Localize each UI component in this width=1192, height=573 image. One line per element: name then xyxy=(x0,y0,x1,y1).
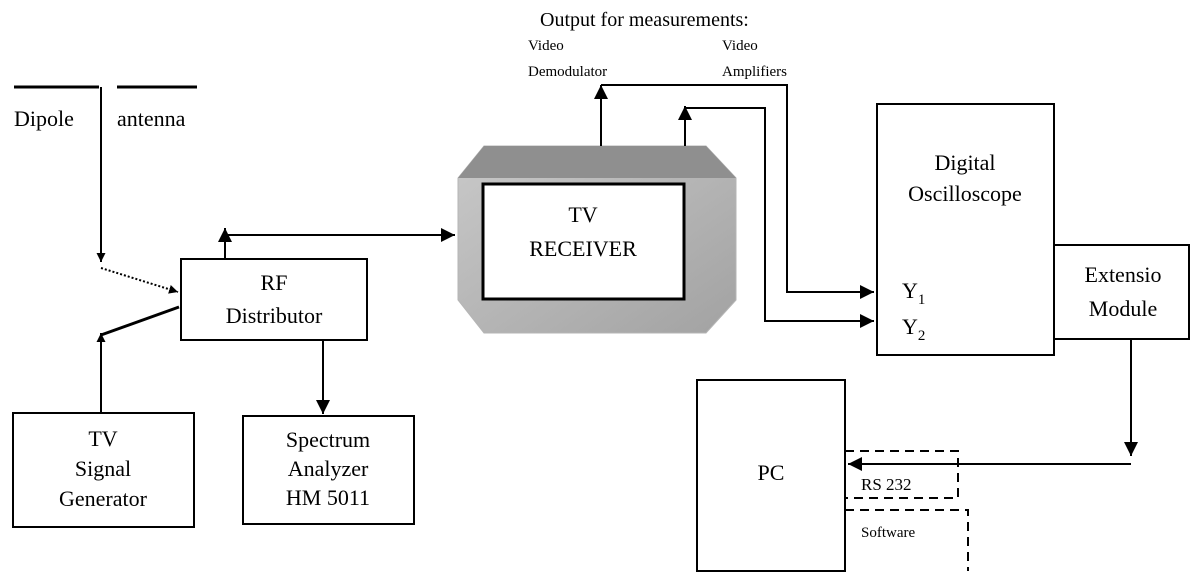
demodulator-label: Demodulator xyxy=(528,64,607,80)
demodulator-to-y1-line xyxy=(601,84,874,299)
spectrum-analyzer-label-3: HM 5011 xyxy=(286,485,370,510)
pc-box xyxy=(696,379,846,572)
software-dashed-line xyxy=(845,509,969,571)
signal-generator-label-2: Signal xyxy=(75,456,131,481)
oscilloscope-label-2: Oscilloscope xyxy=(908,181,1022,206)
extension-module-label-1: Extensio xyxy=(1085,262,1162,287)
extension-module-label-2: Module xyxy=(1089,296,1157,321)
amplifier-to-y2-line xyxy=(685,107,874,328)
generator-switch-line xyxy=(100,305,180,337)
spectrum-analyzer-box xyxy=(242,415,415,525)
tv-receiver-unit: TV RECEIVER xyxy=(457,145,737,334)
digital-oscilloscope-box xyxy=(876,103,1055,356)
tv-receiver-front-panel xyxy=(481,182,686,301)
spectrum-analyzer-label-1: Spectrum xyxy=(286,427,370,452)
y1-input-label: Y1 xyxy=(902,278,925,308)
video-label-left: Video xyxy=(528,38,564,54)
rf-distributor-box xyxy=(180,258,368,341)
signal-generator-label-1: TV xyxy=(88,426,117,451)
signal-generator-label-3: Generator xyxy=(59,486,148,511)
rf-distributor-label-1: RF xyxy=(261,270,288,295)
spectrum-analyzer-label-2: Analyzer xyxy=(288,456,369,481)
rs232-label: RS 232 xyxy=(861,475,912,494)
rf-to-receiver-arrow xyxy=(224,228,455,259)
rs232-dashed-box xyxy=(845,450,959,499)
antenna-label: antenna xyxy=(117,106,186,131)
extension-module-box xyxy=(1054,244,1190,340)
amplifiers-label: Amplifiers xyxy=(722,64,787,80)
dipole-label: Dipole xyxy=(14,106,74,131)
video-label-right: Video xyxy=(722,38,758,54)
oscilloscope-label-1: Digital xyxy=(934,150,995,175)
tv-receiver-top-face xyxy=(458,146,736,178)
tv-receiver-label-1: TV xyxy=(568,202,597,227)
y2-input-label: Y2 xyxy=(902,314,925,344)
output-title: Output for measurements: xyxy=(540,9,749,31)
rf-distributor-label-2: Distributor xyxy=(226,303,323,328)
tv-receiver-label-2: RECEIVER xyxy=(529,236,637,261)
tv-signal-generator-box xyxy=(12,412,195,528)
pc-label: PC xyxy=(758,460,785,485)
antenna-switch-dotted-link xyxy=(100,267,179,294)
software-label: Software xyxy=(861,525,915,541)
